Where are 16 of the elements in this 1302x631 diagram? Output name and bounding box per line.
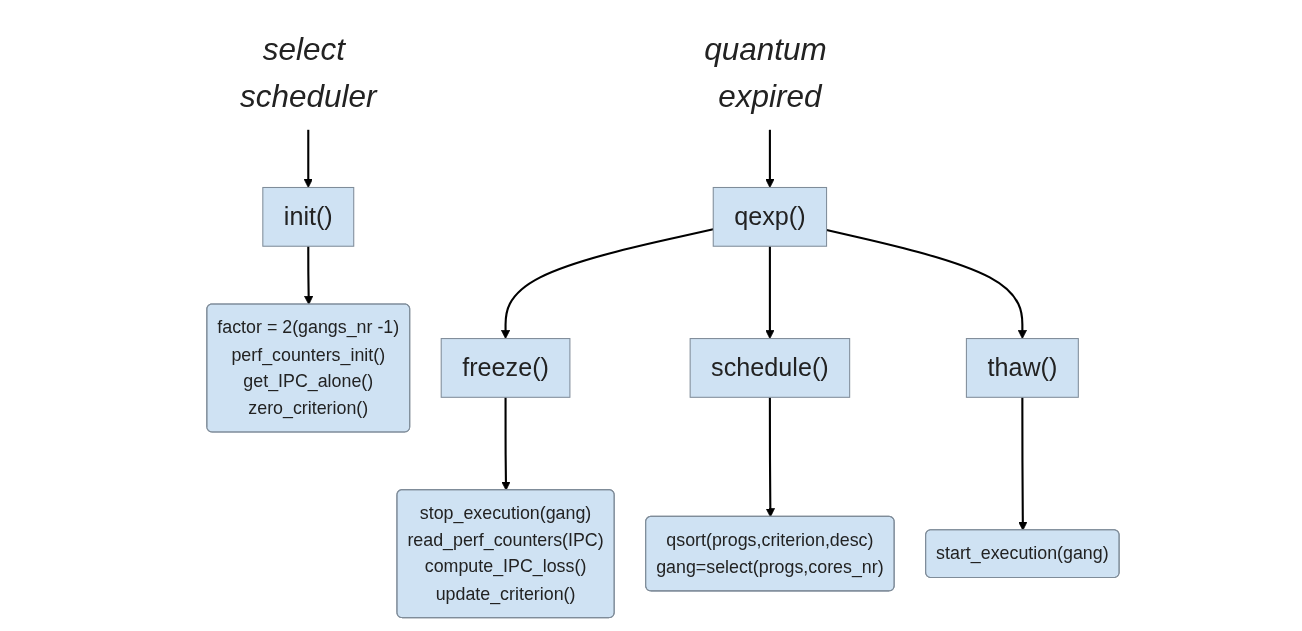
arrow	[501, 396, 511, 491]
node-text: select scheduler	[240, 30, 377, 113]
node-box: thaw()	[966, 337, 1080, 398]
arrow	[826, 228, 1028, 339]
arrow	[765, 245, 775, 339]
node-text: quantum expired	[704, 30, 828, 113]
arrow	[766, 396, 776, 517]
node-box: freeze()	[440, 337, 571, 398]
arrow	[765, 129, 775, 188]
arrow	[1018, 396, 1028, 531]
arrow	[501, 227, 714, 339]
node-box: init()	[262, 186, 355, 247]
node-box: qexp()	[712, 186, 828, 247]
arrow	[303, 129, 314, 188]
node-box: schedule()	[689, 337, 851, 398]
arrow	[304, 245, 314, 305]
